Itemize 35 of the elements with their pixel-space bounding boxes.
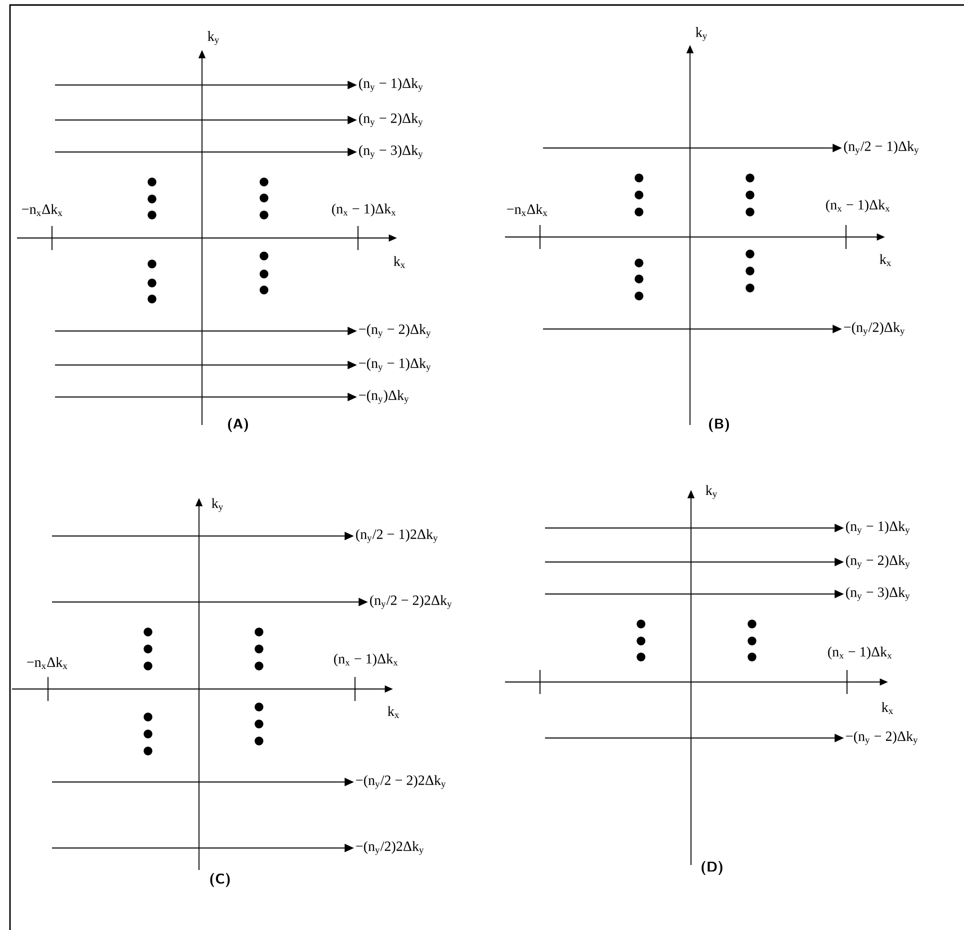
axis-label: k$_{x}$ [388,706,400,718]
axis-label: k$_{x}$ [880,254,892,266]
panel-label: (B) [709,418,729,432]
axis-label: k$_{y}$ [208,31,220,45]
trajectory-label: −(n$_{y}$ − 2)Δk$_{y}$ [359,324,431,338]
trajectory-label: (n$_{y}$ − 2)Δk$_{y}$ [359,113,423,127]
trajectory-label: (n$_{y}$ − 3)Δk$_{y}$ [359,145,423,159]
tick-label: (n$_{x}$ − 1)Δk$_{x}$ [334,654,398,666]
tick-label: −n$_{x}$Δk$_{x}$ [507,204,548,216]
tick-label: −n$_{x}$Δk$_{x}$ [22,204,62,216]
trajectory-label: −(n$_{y}$/2)2Δk$_{y}$ [356,841,424,855]
trajectory-label: (n$_{y}$/2 − 1)Δk$_{y}$ [844,141,919,155]
trajectory-label: (n$_{y}$ − 1)Δk$_{y}$ [359,78,423,92]
trajectory-label: (n$_{y}$ − 1)Δk$_{y}$ [846,521,910,535]
tick-label: (n$_{x}$ − 1)Δk$_{x}$ [828,646,892,660]
trajectory-label: (n$_{y}$ − 2)Δk$_{y}$ [846,555,910,569]
trajectory-label: (n$_{y}$/2 − 2)2Δk$_{y}$ [370,595,452,609]
trajectory-label: (n$_{y}$/2 − 1)2Δk$_{y}$ [356,529,438,543]
axis-label: k$_{y}$ [706,485,718,499]
axis-label: k$_{y}$ [212,498,224,512]
tick-label: −n$_{x}$Δk$_{x}$ [27,657,68,669]
trajectory-label: −(n$_{y}$/2 − 2)2Δk$_{y}$ [356,775,446,789]
trajectory-label: −(n$_{y}$/2)Δk$_{y}$ [844,322,905,336]
panel-label: (A) [228,418,248,432]
tick-label: (n$_{x}$ − 1)Δk$_{x}$ [332,204,396,216]
trajectory-label: −(n$_{y}$)Δk$_{y}$ [359,390,409,404]
axis-label: k$_{x}$ [394,256,406,268]
tick-label: (n$_{x}$ − 1)Δk$_{x}$ [826,200,890,212]
trajectory-label: −(n$_{y}$ − 2)Δk$_{y}$ [846,731,918,745]
panel-label: (D) [702,860,722,876]
trajectory-label: (n$_{y}$ − 3)Δk$_{y}$ [846,587,910,601]
panel-label: (C) [210,872,230,888]
axis-label: k$_{x}$ [882,702,894,714]
trajectory-label: −(n$_{y}$ − 1)Δk$_{y}$ [359,358,431,372]
axis-label: k$_{y}$ [696,27,708,41]
